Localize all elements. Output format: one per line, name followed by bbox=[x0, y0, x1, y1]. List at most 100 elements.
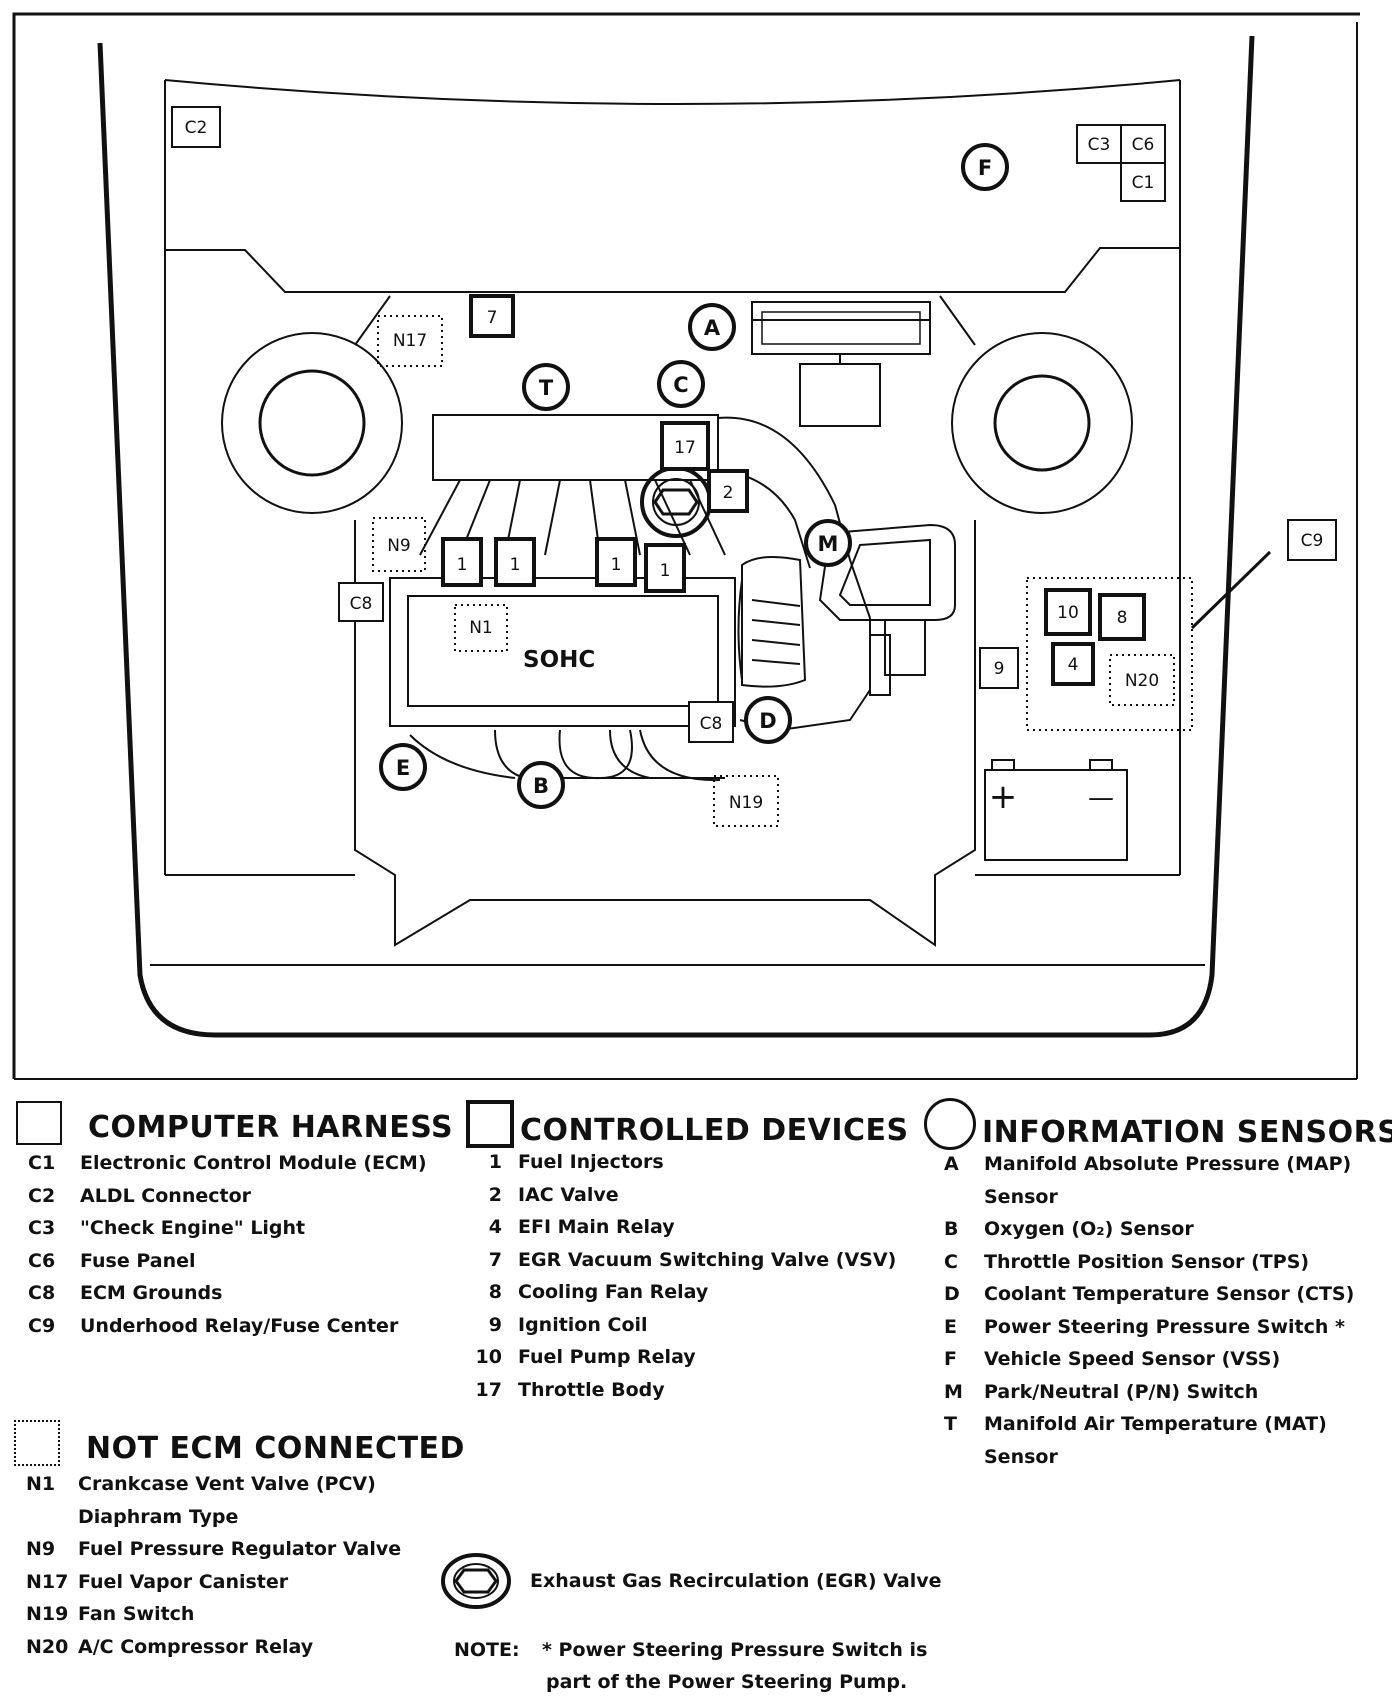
controlled-device-item-code: 2 bbox=[488, 1183, 502, 1206]
information-sensor-item-code: D bbox=[944, 1283, 960, 1305]
controlled-device-item-code: 17 bbox=[475, 1378, 502, 1401]
controlled-device-item-text: Throttle Body bbox=[518, 1378, 665, 1401]
computer-harness-item-text: Underhood Relay/Fuse Center bbox=[80, 1314, 399, 1337]
not-ecm-connected-item-continuation: Diaphram Type bbox=[78, 1505, 239, 1528]
information-sensor-item-text: Throttle Position Sensor (TPS) bbox=[984, 1250, 1310, 1273]
information-sensor-item-text: Manifold Air Temperature (MAT) bbox=[984, 1413, 1327, 1435]
computer-harness-item-code: C1 bbox=[28, 1152, 56, 1174]
note-line-1: * Power Steering Pressure Switch is bbox=[542, 1639, 928, 1661]
not-ecm-connected-item-code: N1 bbox=[26, 1473, 56, 1495]
not-ecm-connected-item-text: Fuel Vapor Canister bbox=[78, 1570, 289, 1593]
c1-box-label: C1 bbox=[1132, 173, 1155, 193]
not-ecm-connected-item: N20 A/C Compressor Relay bbox=[14, 1631, 465, 1664]
box-8-label: 8 bbox=[1117, 608, 1128, 628]
sensor-a-circle-label: A bbox=[704, 316, 721, 340]
information-sensor-item-code: E bbox=[944, 1315, 957, 1338]
information-sensor-item-continuation: Sensor bbox=[984, 1445, 1058, 1468]
controlled-devices-title: CONTROLLED DEVICES bbox=[520, 1113, 909, 1148]
sensor-b-circle-label: B bbox=[533, 774, 549, 798]
c6-box-label: C6 bbox=[1132, 135, 1155, 155]
controlled-device-item-code: 10 bbox=[475, 1346, 502, 1368]
information-sensor-item: E Power Steering Pressure Switch * bbox=[924, 1311, 1392, 1344]
not-ecm-connected-item: N9 Fuel Pressure Regulator Valve bbox=[14, 1533, 465, 1566]
n20-box-label: N20 bbox=[1125, 671, 1159, 691]
box-2-label: 2 bbox=[723, 483, 734, 503]
information-sensor-item-code: A bbox=[944, 1153, 959, 1175]
information-sensor-item-code: C bbox=[944, 1250, 958, 1273]
box-1c-label: 1 bbox=[611, 555, 622, 575]
legend-not-ecm-connected: NOT ECM CONNECTED N1 Crankcase Vent Valve… bbox=[14, 1420, 465, 1663]
sensor-c-circle-label: C bbox=[673, 373, 688, 397]
information-sensor-item-text: Power Steering Pressure Switch * bbox=[984, 1315, 1345, 1338]
computer-harness-item: C8 ECM Grounds bbox=[16, 1277, 453, 1310]
controlled-device-item-text: IAC Valve bbox=[518, 1183, 619, 1206]
controlled-device-item-text: Fuel Injectors bbox=[518, 1151, 664, 1173]
not-ecm-connected-item-text: Crankcase Vent Valve (PCV) bbox=[78, 1473, 376, 1495]
c3-box-label: C3 bbox=[1088, 135, 1111, 155]
box-7-label: 7 bbox=[487, 308, 498, 328]
n9-box-label: N9 bbox=[387, 536, 411, 556]
computer-harness-item-code: C9 bbox=[28, 1314, 56, 1337]
box-1b-label: 1 bbox=[510, 555, 521, 575]
not-ecm-connected-item-text: Fan Switch bbox=[78, 1603, 195, 1625]
sensor-f-circle-label: F bbox=[978, 156, 992, 180]
computer-harness-item-text: Electronic Control Module (ECM) bbox=[80, 1152, 427, 1174]
information-sensor-item: T Manifold Air Temperature (MAT) bbox=[924, 1408, 1392, 1441]
not-ecm-connected-item-text: A/C Compressor Relay bbox=[78, 1635, 314, 1658]
not-ecm-connected-list: N1 Crankcase Vent Valve (PCV) Diaphram Typ… bbox=[14, 1468, 465, 1663]
information-sensor-item-continuation: Sensor bbox=[984, 1185, 1058, 1208]
n19-box-label: N19 bbox=[729, 793, 763, 813]
battery-plus-label: + bbox=[989, 777, 1018, 817]
computer-harness-item-text: "Check Engine" Light bbox=[80, 1217, 306, 1239]
not-ecm-connected-item-code: N9 bbox=[26, 1538, 56, 1560]
controlled-device-item-text: Ignition Coil bbox=[518, 1313, 648, 1336]
information-sensor-item-text: Coolant Temperature Sensor (CTS) bbox=[984, 1283, 1355, 1305]
computer-harness-item-text: Fuse Panel bbox=[80, 1249, 196, 1272]
not-ecm-connected-item-code: N17 bbox=[26, 1570, 69, 1593]
controlled-device-item-code: 1 bbox=[488, 1151, 502, 1173]
controlled-device-item-text: Cooling Fan Relay bbox=[518, 1281, 709, 1303]
not-ecm-connected-item-code: N19 bbox=[26, 1603, 69, 1625]
sensor-e-circle-label: E bbox=[396, 756, 410, 780]
box-17-label: 17 bbox=[674, 438, 696, 458]
not-ecm-connected-item: N1 Crankcase Vent Valve (PCV) bbox=[14, 1468, 465, 1501]
information-sensor-item: D Coolant Temperature Sensor (CTS) bbox=[924, 1278, 1392, 1311]
computer-harness-item: C1 Electronic Control Module (ECM) bbox=[16, 1147, 453, 1180]
not-ecm-connected-item-text: Fuel Pressure Regulator Valve bbox=[78, 1538, 402, 1560]
controlled-device-item-text: EGR Vacuum Switching Valve (VSV) bbox=[518, 1248, 897, 1271]
computer-harness-item-code: C3 bbox=[28, 1217, 56, 1239]
computer-harness-item-code: C8 bbox=[28, 1282, 56, 1304]
information-sensor-item-code: B bbox=[944, 1218, 959, 1240]
c2-box-label: C2 bbox=[185, 118, 208, 138]
engine-label: SOHC bbox=[523, 647, 595, 673]
not-ecm-connected-title: NOT ECM CONNECTED bbox=[86, 1431, 465, 1466]
information-sensor-item: C Throttle Position Sensor (TPS) bbox=[924, 1246, 1392, 1279]
sensor-m-circle-label: M bbox=[818, 532, 839, 556]
sensor-d-circle-label: D bbox=[759, 709, 776, 733]
information-sensors-symbol-icon bbox=[924, 1098, 976, 1150]
legend-controlled-devices: CONTROLLED DEVICES 1 Fuel Injectors 2 IAC V… bbox=[466, 1100, 909, 1406]
sensor-t-circle-label: T bbox=[539, 376, 554, 400]
controlled-device-item-code: 4 bbox=[488, 1216, 502, 1238]
not-ecm-connected-symbol-icon bbox=[14, 1420, 60, 1466]
not-ecm-connected-item-code: N20 bbox=[26, 1635, 69, 1658]
battery-minus-label: — bbox=[1088, 783, 1114, 813]
c9-box-label: C9 bbox=[1301, 531, 1324, 551]
box-9-label: 9 bbox=[994, 659, 1005, 679]
box-10-label: 10 bbox=[1057, 603, 1079, 623]
information-sensor-item-code: T bbox=[944, 1413, 957, 1435]
box-1a-label: 1 bbox=[457, 555, 468, 575]
computer-harness-item-text: ECM Grounds bbox=[80, 1282, 223, 1304]
